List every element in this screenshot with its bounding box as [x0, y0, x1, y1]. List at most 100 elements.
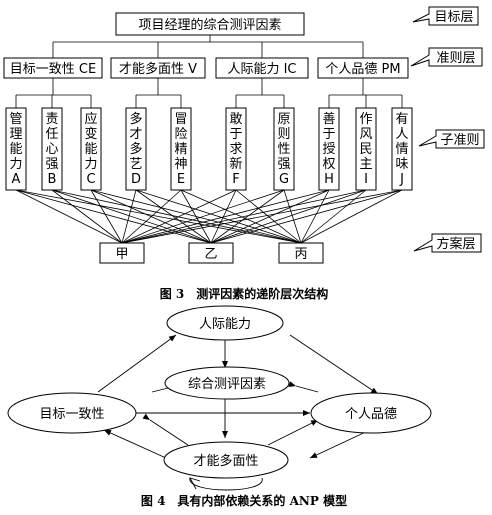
mesh-link — [90, 189, 123, 244]
subcriterion-letter: B — [48, 172, 57, 187]
self-loop-versatility — [189, 477, 263, 491]
mesh-link — [121, 189, 367, 244]
subcriterion-box-h — [318, 107, 340, 191]
callout-label: 方案层 — [436, 236, 475, 252]
subcriterion-char: 强 — [45, 157, 58, 172]
subcriterion-char: 心 — [45, 142, 58, 157]
subcriterion-char: 责 — [45, 112, 58, 127]
subcriterion-char: 能 — [84, 142, 97, 157]
mesh-link — [51, 189, 123, 244]
subcriterion-letter: J — [399, 172, 404, 187]
subcriterion-char: 味 — [395, 157, 408, 172]
subcriterion-char: 于 — [229, 127, 242, 142]
mesh-link — [15, 189, 123, 244]
alternative-label-jia: 甲 — [115, 247, 128, 262]
mesh-link — [210, 189, 237, 244]
node-interpersonal — [166, 305, 284, 341]
subcriterion-letter: H — [324, 172, 334, 187]
mesh-link — [51, 189, 212, 244]
subcriterion-char: 人 — [395, 127, 408, 142]
subcriterion-char: 风 — [359, 127, 372, 142]
subcriterion-char: 主 — [359, 157, 372, 172]
alternative-box-bing — [278, 242, 324, 264]
subcriterion-char: 力 — [84, 157, 97, 172]
subcriterion-char: 有 — [395, 112, 408, 127]
arrow-goal-to-interpersonal — [97, 334, 177, 393]
subcriterion-char: 才 — [129, 127, 142, 142]
subcriterion-char: 力 — [9, 157, 22, 172]
criterion-box-v — [110, 57, 206, 79]
subcriterion-box-e — [170, 107, 192, 191]
callout-label: 目标层 — [434, 10, 473, 25]
subcriterion-letter: G — [279, 172, 289, 187]
mesh-link — [15, 189, 212, 244]
subcriterion-char: 强 — [277, 157, 290, 172]
node-label-center: 综合测评因素 — [188, 377, 266, 392]
goal-criteria-links — [52, 35, 364, 58]
subcriterion-letter: F — [232, 172, 239, 187]
criterion-box-ic — [215, 57, 309, 79]
callout-criteria-layer: 准则层 — [410, 47, 483, 67]
mesh-link — [210, 189, 330, 244]
subcriterion-letter: C — [86, 172, 95, 187]
subcriterion-box-b — [41, 107, 63, 191]
subcriterion-letter: E — [177, 172, 185, 187]
subcriterion-char: 权 — [322, 156, 335, 172]
criterion-box-ce — [3, 57, 103, 79]
subcriterion-char: 多 — [129, 141, 142, 157]
subcriterion-char: 能 — [9, 142, 22, 157]
subcriterion-char: 新 — [229, 156, 242, 172]
subcriterion-char: 则 — [277, 127, 290, 142]
mesh-link — [121, 189, 137, 244]
subcriterion-char: 管 — [9, 112, 22, 127]
subcriterion-char: 作 — [359, 112, 372, 127]
arrow-versatility-to-goal — [103, 429, 167, 459]
node-center — [164, 366, 290, 400]
mesh-link — [121, 189, 285, 244]
subcriterion-box-j — [391, 107, 413, 191]
mesh-link — [300, 189, 403, 244]
subcriterion-char: 变 — [84, 126, 97, 142]
subcriterion-box-f — [225, 107, 247, 191]
subcriterion-box-c — [80, 107, 102, 191]
arrow-versatility-ethics — [267, 419, 319, 446]
subcriterion-char: 冒 — [174, 112, 187, 127]
self-loop-arrowhead — [189, 477, 201, 490]
subcriterion-char: 性 — [277, 142, 290, 157]
figure-4-caption: 图 4 具有内部依赖关系的 ANP 模型 — [141, 493, 347, 508]
subcriterion-char: 民 — [359, 142, 372, 157]
callout-alternative-layer: 方案层 — [413, 233, 482, 253]
subcriterion-char: 授 — [322, 142, 335, 157]
mesh-link — [235, 189, 302, 244]
subcriterion-char: 精 — [174, 142, 187, 157]
subcriterion-letter: A — [12, 172, 21, 187]
subcriterion-box-a — [5, 107, 27, 191]
callout-subcriteria-layer: 子准则 — [418, 129, 485, 149]
node-goal-consistency — [7, 392, 137, 434]
arrow-goal-versatility — [142, 413, 189, 446]
criterion-box-pm — [317, 57, 409, 79]
goal-label: 项目经理的综合测评因素 — [138, 17, 281, 33]
mesh-link — [121, 189, 403, 244]
subcriterion-char: 原 — [277, 112, 290, 127]
arrow-interpersonal-to-ethics — [289, 334, 379, 395]
mesh-link — [121, 189, 237, 244]
mesh-link — [135, 189, 212, 244]
node-label-goal-consistency: 目标一致性 — [39, 407, 104, 422]
subcriterion-letter: I — [364, 172, 368, 187]
mesh-link — [180, 189, 212, 244]
arrow-center-ethics — [288, 381, 319, 393]
mesh-link — [210, 189, 285, 244]
subcriterion-char: 善 — [322, 111, 335, 127]
alternative-label-yi: 乙 — [204, 247, 217, 262]
mesh-link — [121, 189, 330, 244]
mesh-link — [180, 189, 302, 244]
figure-3-caption: 图 3 测评因素的递阶层次结构 — [160, 286, 329, 301]
subcriterion-box-d — [125, 107, 147, 191]
mesh-link — [121, 189, 182, 244]
alternative-box-jia — [99, 242, 145, 264]
subcriterion-char: 险 — [174, 127, 187, 142]
arrow-ethics-to-versatility — [309, 429, 371, 459]
mesh-link — [135, 189, 302, 244]
